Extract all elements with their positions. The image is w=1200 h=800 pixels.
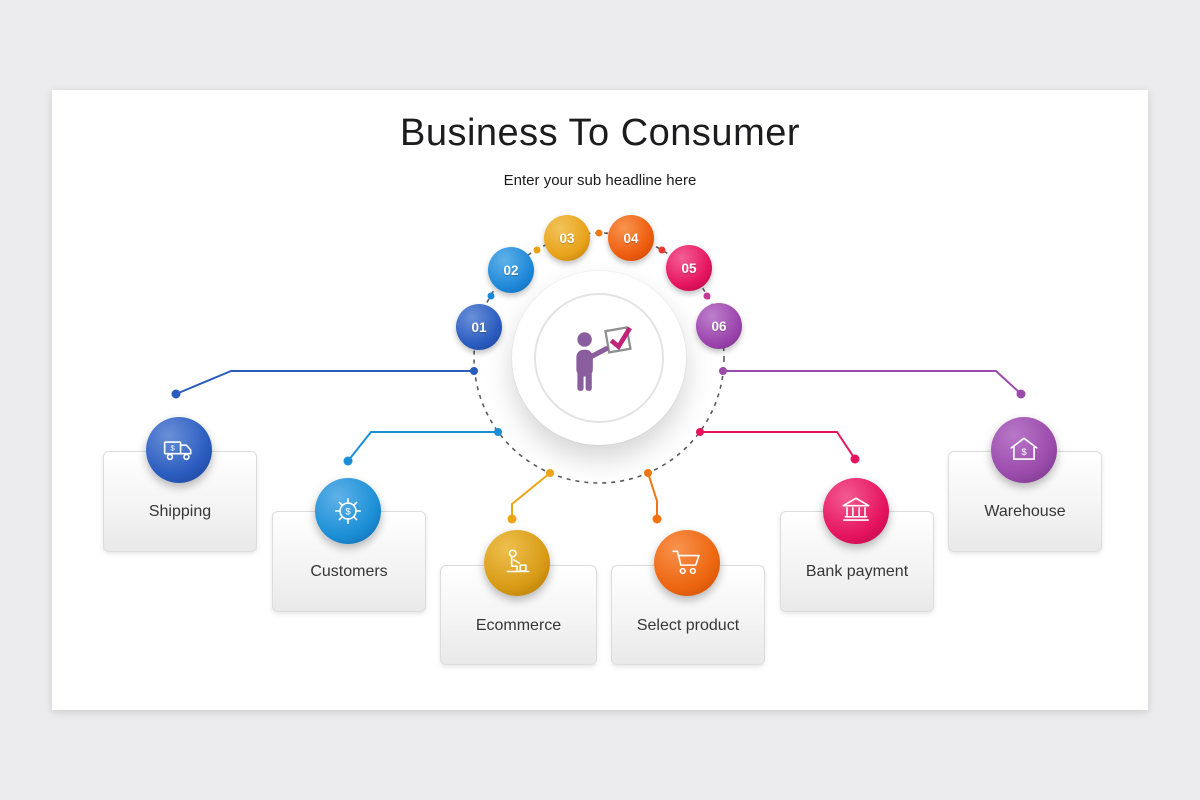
node-icon-circle-customers: $ — [315, 478, 381, 544]
node-icon-circle-bank-payment — [823, 478, 889, 544]
node-icon-circle-warehouse: $ — [991, 417, 1057, 483]
node-icon-circle-ecommerce — [484, 530, 550, 596]
step-badge-01: 01 — [456, 304, 502, 350]
presenter-checkbox-icon — [576, 326, 632, 391]
node-icon-circle-select-product — [654, 530, 720, 596]
gear-dollar-icon: $ — [331, 494, 365, 528]
node-label: Warehouse — [984, 503, 1066, 520]
node-label: Select product — [636, 617, 740, 634]
node-label: Ecommerce — [475, 617, 562, 634]
step-badge-label: 06 — [711, 318, 727, 334]
node-icon-circle-shipping: $ — [146, 417, 212, 483]
step-badge-06: 06 — [696, 303, 742, 349]
person-workstation-icon — [500, 546, 534, 580]
svg-text:$: $ — [345, 507, 351, 518]
step-badge-05: 05 — [666, 245, 712, 291]
step-badge-label: 05 — [681, 260, 697, 276]
step-badge-03: 03 — [544, 215, 590, 261]
node-label: Bank payment — [805, 563, 909, 580]
house-dollar-icon: $ — [1007, 433, 1041, 467]
step-badge-label: 04 — [623, 230, 639, 246]
bank-building-icon — [839, 494, 873, 528]
node-label: Customers — [310, 563, 388, 580]
slide-subtitle: Enter your sub headline here — [503, 172, 697, 189]
delivery-truck-icon: $ — [162, 433, 196, 467]
node-label: Shipping — [148, 503, 212, 520]
central-circle-inner — [534, 293, 664, 423]
node-card-ecommerce: Ecommerce — [440, 565, 597, 665]
node-card-bank-payment: Bank payment — [780, 511, 934, 612]
svg-text:$: $ — [171, 444, 176, 453]
step-badge-label: 01 — [471, 319, 487, 335]
shopping-cart-icon — [670, 546, 704, 580]
central-circle — [512, 271, 686, 445]
step-badge-02: 02 — [488, 247, 534, 293]
step-badge-label: 02 — [503, 262, 519, 278]
slide-title: Business To Consumer — [399, 112, 801, 154]
step-badge-label: 03 — [559, 230, 575, 246]
step-badge-04: 04 — [608, 215, 654, 261]
svg-text:$: $ — [1021, 447, 1027, 458]
